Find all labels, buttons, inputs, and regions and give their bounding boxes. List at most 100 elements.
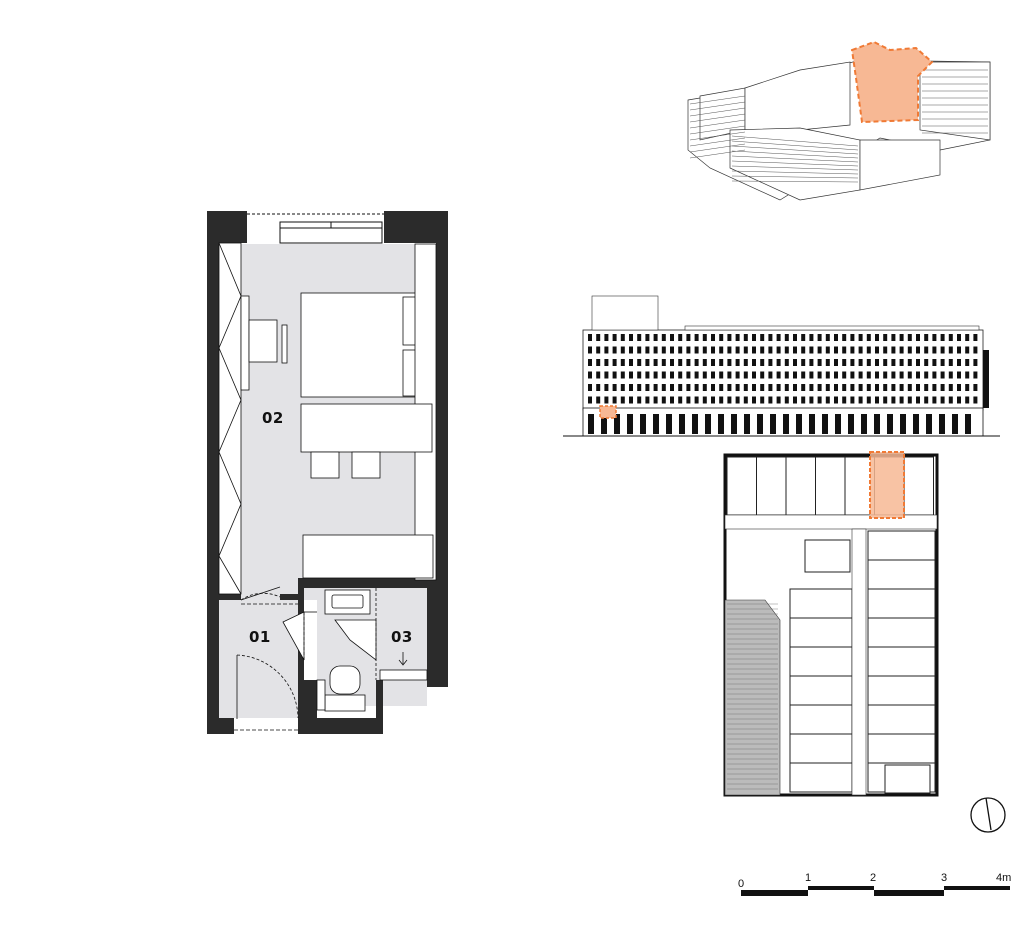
elevation-window <box>596 334 601 341</box>
elevation-window <box>932 384 937 391</box>
elevation-window <box>629 346 633 354</box>
elevation-window <box>784 334 789 341</box>
elevation-window <box>899 371 904 379</box>
elevation-window <box>891 346 896 354</box>
elevation-window <box>973 346 978 354</box>
elevation-window <box>776 384 781 391</box>
axo-floor-line <box>689 107 746 117</box>
axo-floor-line <box>689 119 746 129</box>
room-03-label: 03 <box>391 628 413 646</box>
elevation-window <box>834 346 838 354</box>
elevation-window <box>768 396 773 404</box>
elevation-window <box>957 346 961 354</box>
elevation-window <box>924 346 929 354</box>
elevation-window <box>752 396 756 404</box>
elevation-window <box>629 384 633 391</box>
elevation-window <box>784 396 789 404</box>
elevation-window <box>588 396 592 404</box>
elevation-window <box>620 371 625 379</box>
axo-floor-line <box>689 125 746 135</box>
ground-floor-opening <box>679 414 685 434</box>
elevation-window <box>711 371 715 379</box>
elevation-window <box>784 384 789 391</box>
elevation-window <box>645 371 650 379</box>
elevation-window <box>924 384 929 391</box>
elevation-window <box>924 371 929 379</box>
elevation-window <box>776 371 781 379</box>
scale-label-1: 1 <box>805 872 811 884</box>
elevation-window <box>842 384 847 391</box>
elevation-window <box>727 359 732 366</box>
shower-grate <box>379 669 428 681</box>
elevation-window <box>702 334 707 341</box>
inner-door <box>240 586 298 605</box>
elevation-window <box>932 346 937 354</box>
elevation-window <box>612 334 617 341</box>
scale-label-2: 2 <box>870 872 876 884</box>
elevation-window <box>907 371 912 379</box>
elevation-window <box>809 346 814 354</box>
elevation-window <box>702 371 707 379</box>
elevation-window <box>776 334 781 341</box>
elevation-window <box>604 396 609 404</box>
elevation-window <box>678 371 683 379</box>
ground-floor-opening <box>627 414 633 434</box>
elevation-window <box>907 346 912 354</box>
elevation-window <box>645 384 650 391</box>
elevation-window <box>793 384 797 391</box>
elevation-window <box>670 371 674 379</box>
elevation-window <box>743 371 748 379</box>
elevation-window <box>752 334 756 341</box>
elevation-window <box>604 371 609 379</box>
elevation-window <box>866 371 871 379</box>
elevation-window <box>842 359 847 366</box>
elevation-window <box>907 334 912 341</box>
elevation-window <box>604 384 609 391</box>
elevation-window <box>965 334 970 341</box>
elevation-window <box>719 371 724 379</box>
elevation-window <box>883 371 888 379</box>
elevation-window <box>834 359 838 366</box>
elevation-window <box>596 359 601 366</box>
elevation-window <box>612 384 617 391</box>
elevation-window <box>858 359 863 366</box>
elevation-window <box>793 359 797 366</box>
elevation-window <box>916 359 920 366</box>
wardrobe <box>218 242 242 595</box>
elevation-window <box>694 371 699 379</box>
elevation-window <box>891 396 896 404</box>
elevation-window <box>883 384 888 391</box>
elevation-window <box>809 359 814 366</box>
elevation-window <box>661 359 666 366</box>
elevation-window <box>629 371 633 379</box>
elevation-window <box>588 384 592 391</box>
elevation-window <box>711 359 715 366</box>
elevation-window <box>834 371 838 379</box>
elevation-window <box>965 359 970 366</box>
elevation-window <box>686 384 691 391</box>
elevation-window <box>907 359 912 366</box>
elevation-window <box>825 396 830 404</box>
elevation-window <box>694 346 699 354</box>
elevation-window <box>825 371 830 379</box>
elevation-window <box>678 346 683 354</box>
elevation-window <box>866 359 871 366</box>
elevation-window <box>620 346 625 354</box>
ground-floor-opening <box>692 414 698 434</box>
elevation-window <box>776 396 781 404</box>
elevation-window <box>940 396 945 404</box>
elevation-window <box>620 334 625 341</box>
elevation-window <box>620 359 625 366</box>
scale-bar: 0 1 2 3 4m <box>738 872 1011 896</box>
building-elevation <box>563 295 1000 437</box>
north-arrow-icon <box>970 797 1006 833</box>
axo-floor-line <box>689 143 746 153</box>
elevation-window <box>653 346 658 354</box>
elevation-window <box>588 334 592 341</box>
elevation-window <box>735 384 740 391</box>
elevation-window <box>752 384 756 391</box>
elevation-window <box>727 396 732 404</box>
elevation-window <box>629 396 633 404</box>
ground-floor-opening <box>913 414 919 434</box>
axo-floor-line <box>731 135 859 147</box>
